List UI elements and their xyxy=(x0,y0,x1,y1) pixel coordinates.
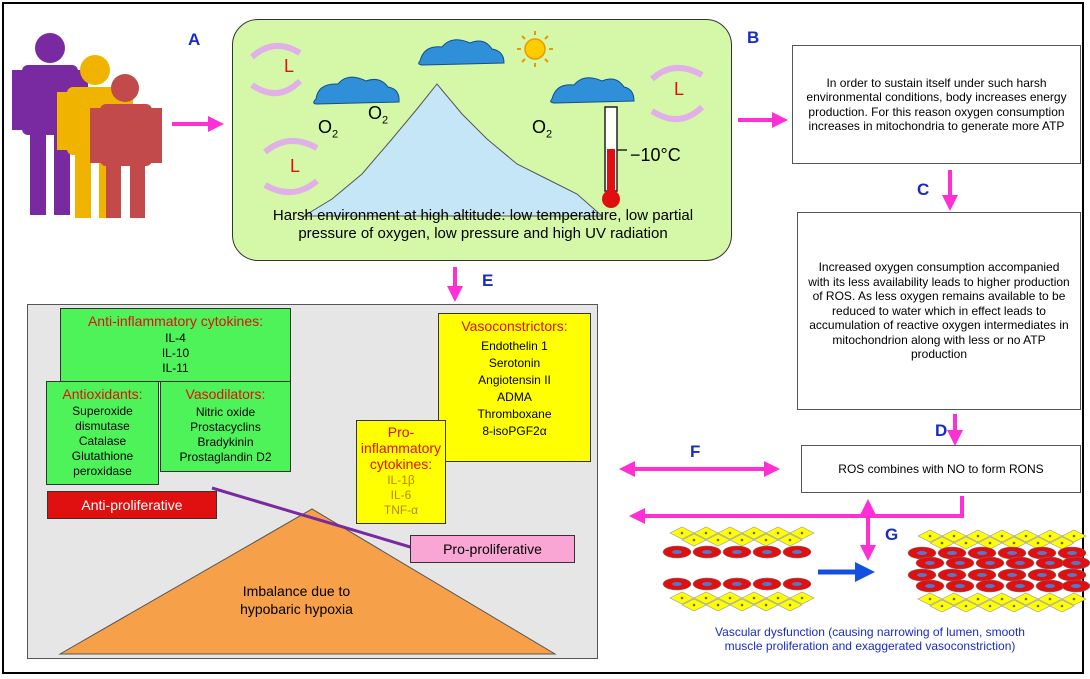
vasoconstrictors-box: Vasoconstrictors: Endothelin 1 Serotonin… xyxy=(438,313,591,462)
pro-proliferative-box: Pro-proliferative xyxy=(410,535,575,563)
imbalance-label: Imbalance due to hypobaric hypoxia xyxy=(240,583,353,617)
imbalance-triangle xyxy=(58,508,557,655)
cycle-label: L xyxy=(284,56,295,76)
list-item: ADMA xyxy=(497,390,532,404)
list-item: Endothelin 1 xyxy=(481,339,548,353)
list-item: 8-isoPGF2α xyxy=(482,424,547,438)
list-item: Glutathione xyxy=(71,449,134,463)
label-f: F xyxy=(690,442,701,461)
list-item: Angiotensin II xyxy=(478,373,551,387)
vasoconstrictors-title: Vasoconstrictors: xyxy=(461,318,568,334)
temperature-label: −10°C xyxy=(630,145,681,165)
title-line: inflammatory xyxy=(360,440,442,456)
list-item: IL-10 xyxy=(161,346,190,360)
person-red xyxy=(90,74,162,218)
title-line: cytokines: xyxy=(369,456,433,472)
o2-label: O2 xyxy=(368,103,389,127)
label-b: B xyxy=(747,28,760,47)
list-item: Thromboxane xyxy=(477,407,552,421)
pro-inflammatory-box: Pro- inflammatory cytokines: IL-1β IL-6 … xyxy=(356,420,446,524)
cell-layer-normal xyxy=(662,526,815,612)
anti-proliferative-box: Anti-proliferative xyxy=(47,491,217,519)
list-item: IL-4 xyxy=(165,331,186,345)
o2-label: O2 xyxy=(532,117,553,141)
list-item: Prostaglandin D2 xyxy=(179,450,272,464)
list-item: IL-11 xyxy=(162,361,189,375)
arrow-d-to-panel xyxy=(629,496,964,524)
list-item: Prostacyclins xyxy=(190,420,261,434)
list-item: Bradykinin xyxy=(197,435,254,449)
antioxidants-title: Antioxidants: xyxy=(62,386,143,402)
mountain-icon xyxy=(302,83,604,217)
anti-inflammatory-box: Anti-inflammatory cytokines: IL-4 IL-10 … xyxy=(60,308,291,382)
list-item: IL-6 xyxy=(390,488,412,502)
list-item: Serotonin xyxy=(488,356,541,370)
box-d: ROS combines with NO to form RONS xyxy=(801,445,1081,493)
vascular-caption: Vascular dysfunction (causing narrowing … xyxy=(715,625,1025,653)
label-d: D xyxy=(935,421,948,440)
o2-label: O2 xyxy=(318,117,339,141)
cycle-icon xyxy=(649,65,705,122)
cycle-label: L xyxy=(290,156,301,176)
antioxidants-box: Antioxidants: Superoxide dismutase Catal… xyxy=(46,381,159,485)
environment-scene xyxy=(249,31,705,217)
anti-inflammatory-title: Anti-inflammatory cytokines: xyxy=(87,313,264,329)
people-figures xyxy=(12,33,162,218)
list-item: dismutase xyxy=(75,419,130,433)
cycle-label: L xyxy=(674,79,685,99)
thermometer-icon xyxy=(602,106,627,208)
vasodilators-title: Vasodilators: xyxy=(185,386,266,402)
balance-scale xyxy=(58,486,557,655)
list-item: Superoxide xyxy=(72,404,133,418)
list-item: Nitric oxide xyxy=(195,405,256,419)
list-item: IL-1β xyxy=(387,473,415,487)
label-g: G xyxy=(885,525,899,544)
pro-inflammatory-title: Pro- inflammatory cytokines: xyxy=(357,424,445,472)
cloud-icon xyxy=(550,77,635,104)
cell-layer-proliferated xyxy=(907,529,1090,613)
sun-icon xyxy=(517,31,553,67)
list-item: peroxidase xyxy=(73,464,132,478)
label-e: E xyxy=(482,271,494,290)
cycle-icon xyxy=(263,138,319,195)
cloud-icon xyxy=(313,76,400,105)
label-a: A xyxy=(188,30,201,49)
environment-caption: Harsh environment at high altitude: low … xyxy=(272,207,694,242)
vascular-cells xyxy=(662,526,1090,613)
balance-beam xyxy=(211,486,418,551)
label-c: C xyxy=(917,180,930,199)
cloud-icon xyxy=(418,39,505,66)
list-item: TNF-α xyxy=(383,503,419,517)
cycle-icon xyxy=(249,43,303,96)
title-line: Pro- xyxy=(387,424,415,440)
vasodilators-box: Vasodilators: Nitric oxide Prostacyclins… xyxy=(160,381,291,472)
box-c: Increased oxygen consumption accompanied… xyxy=(797,212,1081,410)
box-b: In order to sustain itself under such ha… xyxy=(792,45,1081,164)
list-item: Catalase xyxy=(78,434,127,448)
